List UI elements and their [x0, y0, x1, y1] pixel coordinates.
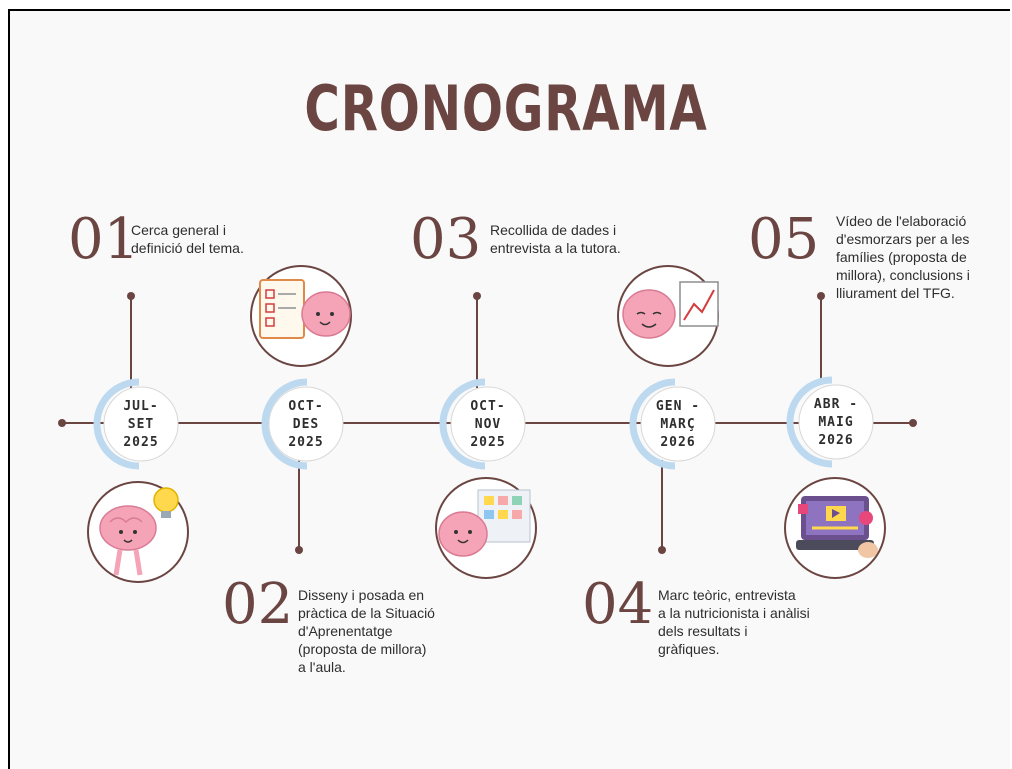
laptop-video-icon [784, 477, 886, 579]
brain-sticky-notes-icon [435, 477, 537, 579]
connector-dot-03 [473, 292, 481, 300]
milestone-number-02: 02 [222, 572, 294, 637]
connector-dot-05 [817, 292, 825, 300]
date-node-04 [629, 378, 716, 470]
brain-lightbulb-icon [87, 481, 189, 583]
page-title: CRONOGRAMA [304, 72, 708, 145]
brain-checklist-icon [250, 265, 352, 367]
date-node-02 [261, 378, 344, 470]
connector-dot-01 [127, 292, 135, 300]
axis-end-dot [909, 419, 917, 427]
date-node-03 [439, 378, 526, 470]
milestone-number-05: 05 [748, 207, 820, 272]
connector-dot-02 [295, 546, 303, 554]
milestone-number-04: 04 [582, 572, 654, 637]
milestone-number-01: 01 [68, 207, 140, 272]
milestone-number-03: 03 [410, 207, 482, 272]
date-node-05 [786, 376, 874, 468]
brain-chart-icon [617, 265, 719, 367]
axis-start-dot [58, 419, 66, 427]
date-node-01 [93, 378, 179, 470]
connector-dot-04 [658, 546, 666, 554]
